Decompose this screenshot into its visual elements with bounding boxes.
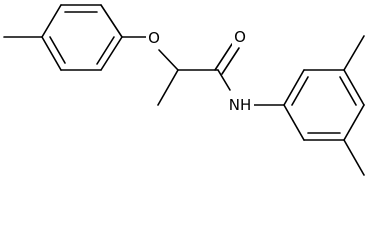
atom-labels: O O NH xyxy=(146,28,254,114)
bond-ring2-c-inner xyxy=(339,76,357,106)
oxygen-ether-label: O xyxy=(148,29,160,47)
bond-ring2-a xyxy=(283,69,305,106)
bond-ring1-f-inner xyxy=(49,36,66,64)
chemical-structure-diagram: O O NH xyxy=(3,4,365,176)
bond-methyl-ring2-bottom xyxy=(343,139,365,176)
bond-ring1-d-inner xyxy=(96,36,115,65)
bond-methyl-ring2-top xyxy=(343,35,365,71)
bond-ring1-d xyxy=(100,36,123,71)
bond-ring2-f xyxy=(283,104,305,141)
bond-ring1-c xyxy=(100,4,123,38)
oxygen-carbonyl-label: O xyxy=(234,28,246,46)
bond-ring2-c xyxy=(343,69,365,106)
nitrogen-amide-bg xyxy=(226,96,254,114)
nitrogen-amide-label: NH xyxy=(229,96,252,114)
bond-oxygen-alpha xyxy=(158,49,179,71)
oxygen-carbonyl-bg xyxy=(232,28,248,46)
structure-canvas: O O NH xyxy=(3,4,365,176)
bond-carbonyl-nitrogen xyxy=(217,69,231,91)
bond-ring2-d xyxy=(343,104,365,141)
bond-ring2-a-inner xyxy=(291,76,309,106)
bond-ring1-a xyxy=(41,4,62,38)
bond-carbonyl-2 xyxy=(221,47,240,75)
bond-alpha-methyl xyxy=(157,69,179,106)
bond-carbonyl-1 xyxy=(214,43,233,71)
oxygen-ether-bg xyxy=(146,29,162,47)
bonds xyxy=(3,4,365,176)
bond-ring1-f xyxy=(41,36,62,71)
